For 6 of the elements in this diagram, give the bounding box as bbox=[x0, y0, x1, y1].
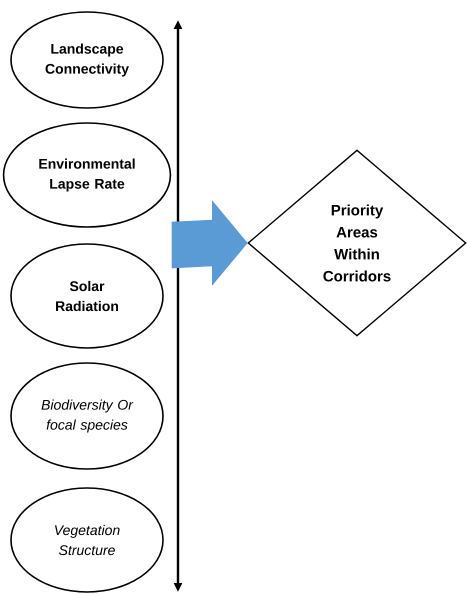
ellipse-node: Vegetation Structure bbox=[10, 487, 164, 593]
ellipse-node: Biodiversity Or focal species bbox=[10, 362, 164, 470]
block-arrow bbox=[172, 200, 248, 286]
ellipse-node: Solar Radiation bbox=[10, 243, 164, 349]
ellipse-node: Environmental Lapse Rate bbox=[2, 122, 172, 228]
ellipse-node: Landscape Connectivity bbox=[10, 11, 164, 109]
